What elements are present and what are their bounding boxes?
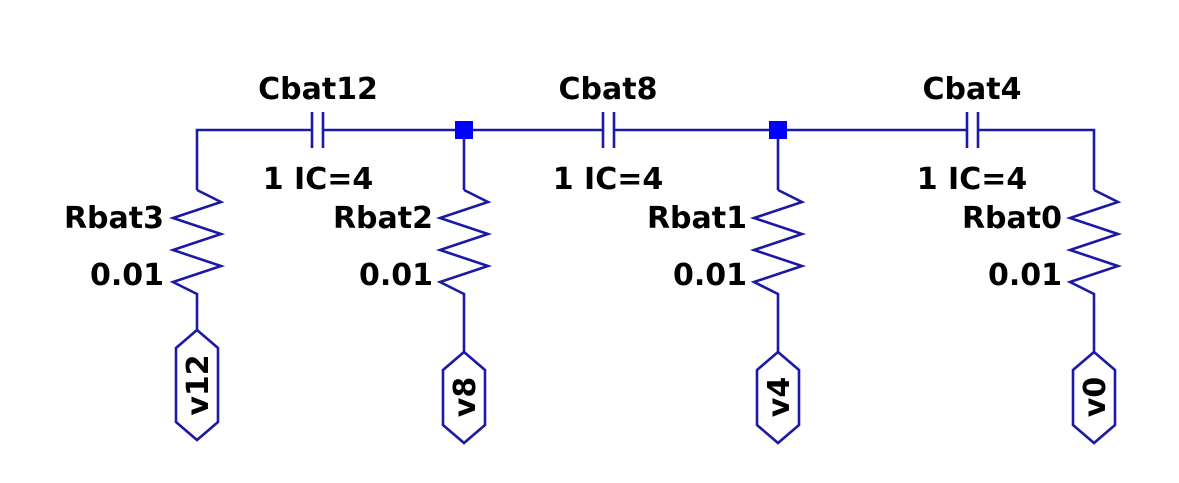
capacitor-cbat12[interactable] [310,112,325,148]
zigzag-resistor-icon [435,188,493,352]
net-label-v4: v4 [762,377,797,417]
resistor-rbat1[interactable] [749,188,807,352]
res-value-rbat0: 0.01 [988,258,1062,293]
junction-node-v4[interactable] [769,121,787,139]
zigzag-resistor-icon [749,188,807,352]
junction-node-v8[interactable] [455,121,473,139]
cap-name-cbat4: Cbat4 [923,72,1022,107]
cap-value-cbat12: 1 IC=4 [263,162,374,197]
net-label-v12: v12 [181,354,216,415]
net-flag-v4[interactable]: v4 [755,350,801,445]
net-flag-v0[interactable]: v0 [1071,350,1117,445]
resistor-rbat0[interactable] [1065,188,1123,352]
cap-value-cbat4: 1 IC=4 [917,162,1028,197]
cap-name-cbat8: Cbat8 [559,72,658,107]
res-name-rbat2: Rbat2 [333,201,433,236]
res-name-rbat3: Rbat3 [64,201,164,236]
res-name-rbat1: Rbat1 [647,201,747,236]
top-bus-wires [195,128,1096,190]
res-name-rbat0: Rbat0 [962,201,1062,236]
wire-right-top [978,128,1096,190]
hexagon-net-flag [441,350,487,445]
wire-left-top [195,128,312,190]
hexagon-net-flag [755,350,801,445]
cap-value-cbat8: 1 IC=4 [553,162,664,197]
resistor-rbat3[interactable] [168,188,226,330]
res-value-rbat2: 0.01 [359,258,433,293]
capacitor-cbat8[interactable] [601,112,616,148]
hexagon-net-flag [1071,350,1117,445]
hexagon-net-flag [174,328,220,442]
net-label-v8: v8 [448,377,483,417]
net-flag-v8[interactable]: v8 [441,350,487,445]
resistor-rbat2[interactable] [435,188,493,352]
cap-name-cbat12: Cbat12 [258,72,378,107]
capacitor-cbat4[interactable] [965,112,980,148]
res-value-rbat1: 0.01 [673,258,747,293]
zigzag-resistor-icon [168,188,226,330]
net-label-v0: v0 [1078,377,1113,417]
zigzag-resistor-icon [1065,188,1123,352]
res-value-rbat3: 0.01 [90,258,164,293]
net-flag-v12[interactable]: v12 [174,328,220,442]
